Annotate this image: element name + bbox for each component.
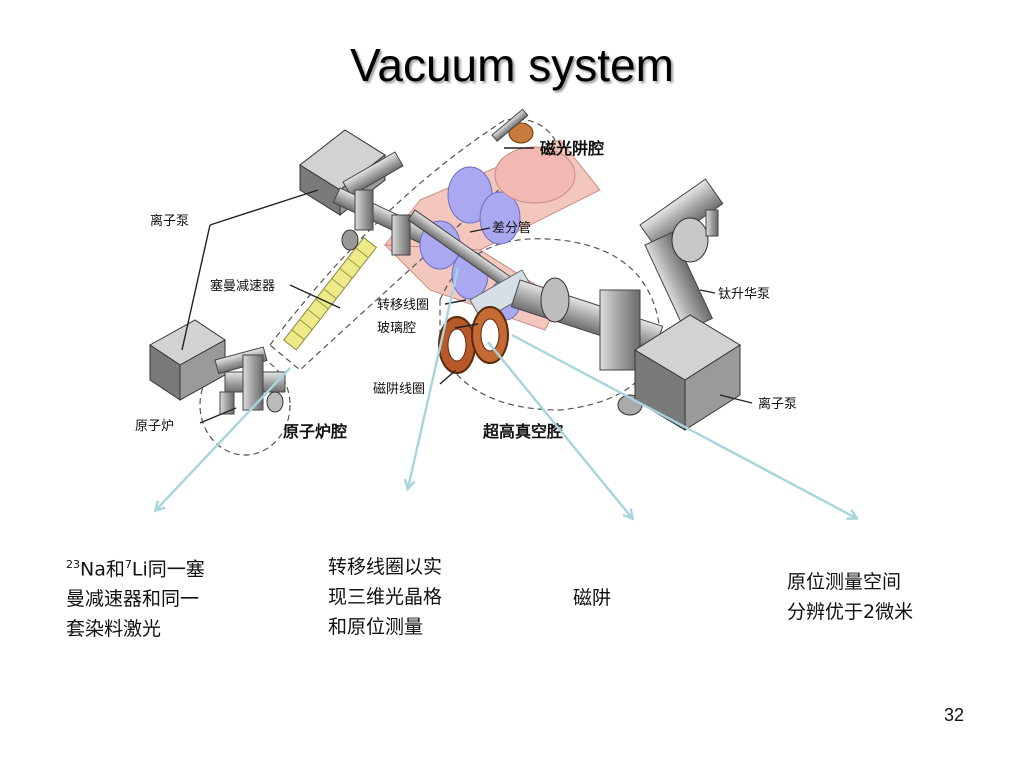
label-glass-cell: 玻璃腔: [377, 321, 416, 336]
label-uhv-chamber: 超高真空腔: [482, 422, 563, 441]
caption-trap-line1: 磁阱: [573, 587, 612, 609]
caption-zeeman-line3: 套染料激光: [66, 618, 162, 641]
caption-transfer-line2: 现三维光晶格: [328, 586, 443, 608]
caption-zeeman-line1: 23Na和7Li同一塞: [66, 550, 205, 584]
caption-transfer: 转移线圈以实 现三维光晶格 和原位测量: [328, 552, 442, 642]
zeeman-slower: [282, 236, 378, 351]
label-ti-pump: 钛升华泵: [718, 287, 770, 302]
sup-7: 7: [124, 558, 132, 571]
leader-lines: [181, 147, 753, 424]
caption-na: Na和: [80, 558, 125, 581]
caption-transfer-line3: 和原位测量: [328, 616, 424, 638]
uhv-plumbing: [510, 178, 724, 416]
label-trap-coil: 磁阱线圈: [373, 382, 425, 397]
mot-chamber-body: [494, 146, 576, 204]
label-diff-tube: 差分管: [492, 221, 531, 236]
label-ion-pump-right: 离子泵: [758, 396, 797, 412]
caption-zeeman: 23Na和7Li同一塞 曼减速器和同一 套染料激光: [66, 550, 205, 644]
arrow-glass-cell: [511, 333, 856, 518]
caption-resolution-line2: 分辨优于2微米: [787, 601, 914, 623]
oven-chamber-cross: [219, 354, 286, 415]
upper-beamline: [332, 187, 441, 256]
caption-resolution-line1: 原位测量空间: [787, 571, 902, 593]
ion-pump-upper: [299, 129, 404, 217]
arrow-oven: [156, 367, 291, 510]
arrow-trap: [487, 341, 632, 518]
caption-resolution: 原位测量空间 分辨优于2微米: [787, 567, 913, 627]
label-transfer-coil: 转移线圈: [377, 298, 429, 313]
callout-arrows: [156, 267, 856, 518]
label-mot-chamber: 磁光阱腔: [540, 139, 604, 158]
arrow-transfer-coil: [408, 267, 460, 488]
label-ion-pump-left: 离子泵: [150, 213, 189, 229]
sup-23: 23: [66, 558, 80, 571]
label-zeeman-slower: 塞曼减速器: [210, 278, 275, 294]
slide-title: Vacuum system: [350, 39, 674, 91]
caption-li: Li同一塞: [131, 558, 205, 581]
caption-trap: 磁阱: [573, 583, 611, 613]
ion-pump-lower: [149, 319, 268, 401]
label-oven: 原子炉: [135, 419, 174, 434]
caption-zeeman-line2: 曼减速器和同一: [66, 588, 200, 611]
mot-coils: [419, 166, 522, 321]
glass-cell-assembly: [438, 269, 535, 374]
caption-transfer-line1: 转移线圈以实: [328, 556, 443, 578]
copper-flange-top: [491, 108, 534, 144]
page-number: 32: [943, 705, 964, 725]
label-oven-chamber: 原子炉腔: [283, 422, 347, 441]
ion-pump-right: [634, 314, 741, 431]
